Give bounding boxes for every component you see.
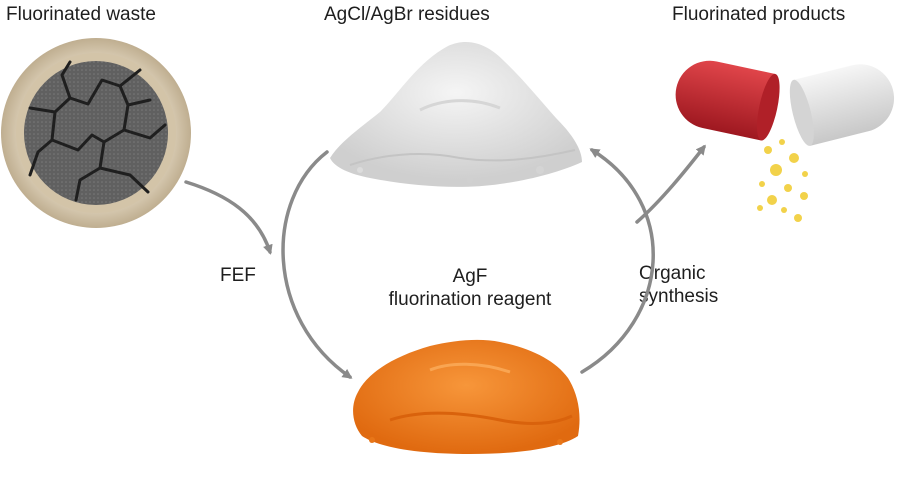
capsule-illustration — [675, 60, 895, 222]
agcl-agbr-residues-label: AgCl/AgBr residues — [324, 4, 490, 25]
agf-label-line2: fluorination reagent — [388, 289, 552, 310]
agf-label-line1: AgF — [452, 266, 488, 287]
organic-label-line2: synthesis — [639, 286, 719, 307]
arrow-to-products — [635, 144, 706, 224]
fef-label: FEF — [220, 265, 256, 286]
organic-label-line1: Organic — [639, 263, 706, 284]
fluorinated-products-label: Fluorinated products — [672, 4, 846, 25]
arrow-waste-to-fef — [184, 180, 273, 255]
agf-reagent-label: AgF fluorination reagent — [350, 265, 590, 311]
orange-powder-pile — [353, 339, 580, 454]
yellow-granules — [757, 139, 808, 222]
arrow-agf-to-residues — [580, 148, 655, 374]
capsule-white-half — [789, 64, 895, 146]
petri-dish-illustration — [1, 38, 191, 228]
organic-synthesis-label: Organic synthesis — [639, 262, 718, 308]
capsule-red-half — [675, 60, 780, 141]
white-powder-pile — [330, 41, 582, 187]
fluorinated-waste-label: Fluorinated waste — [6, 4, 156, 25]
arrow-residues-to-agf — [281, 150, 353, 379]
